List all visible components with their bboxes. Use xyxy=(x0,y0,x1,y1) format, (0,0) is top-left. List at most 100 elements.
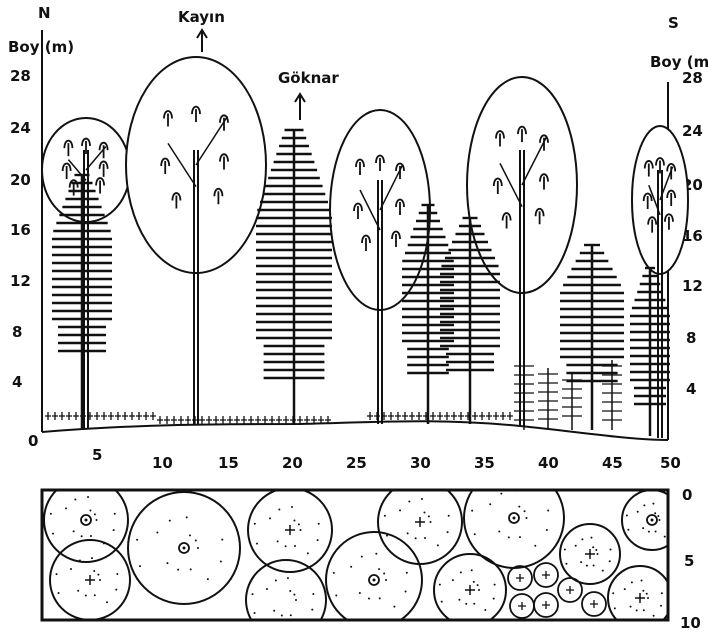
seedling xyxy=(178,416,184,424)
x-origin-label: 0 xyxy=(28,432,38,450)
seedling xyxy=(276,416,282,424)
goknar-label: Göknar xyxy=(278,69,339,87)
conifer-sapling xyxy=(602,360,622,430)
x-tick-label: 40 xyxy=(538,454,559,472)
ground-line xyxy=(42,421,668,440)
left-tick-label: 16 xyxy=(10,221,31,239)
seedling xyxy=(199,416,205,424)
seedling xyxy=(73,412,79,420)
seedling xyxy=(269,416,275,424)
seedling xyxy=(227,416,233,424)
small-crown-projection xyxy=(534,563,558,587)
x-tick-label: 15 xyxy=(218,454,239,472)
small-crown-projection xyxy=(534,593,558,617)
seedling xyxy=(220,416,226,424)
plan-tick-label: 5 xyxy=(684,552,694,570)
crown-projection xyxy=(326,532,422,628)
broadleaf-tree xyxy=(42,118,130,428)
seedling xyxy=(409,412,415,420)
seedling xyxy=(206,416,212,424)
x-tick-label: 25 xyxy=(346,454,367,472)
broadleaf-tree xyxy=(632,126,688,438)
seedling xyxy=(437,412,443,420)
right-tick-label: 8 xyxy=(686,329,696,347)
seedling xyxy=(157,416,163,424)
left-tick-label: 8 xyxy=(12,323,22,341)
x-tick-label: 20 xyxy=(282,454,303,472)
seedling xyxy=(52,412,58,420)
crown-projection xyxy=(50,540,130,620)
seedling xyxy=(416,412,422,420)
small-crown-projection xyxy=(510,594,534,618)
seedling xyxy=(164,416,170,424)
crown-projection xyxy=(378,480,462,564)
right-tick-label: 24 xyxy=(682,122,703,140)
left-tick-label: 4 xyxy=(12,373,22,391)
x-tick-label: 10 xyxy=(152,454,173,472)
broadleaf-tree xyxy=(126,57,266,424)
seedling xyxy=(493,412,499,420)
plan-tick-label: 0 xyxy=(682,486,692,504)
seedling xyxy=(472,412,478,420)
seedling xyxy=(143,412,149,420)
seedling xyxy=(241,416,247,424)
conifer-tree xyxy=(256,130,332,424)
conifer-tree xyxy=(630,268,670,436)
seedling xyxy=(101,412,107,420)
seedling xyxy=(185,416,191,424)
kayin-label: Kayın xyxy=(178,8,225,26)
small-crown-projection xyxy=(508,566,532,590)
seedling xyxy=(374,412,380,420)
seedling xyxy=(367,412,373,420)
seedling xyxy=(458,412,464,420)
x-tick-label: 50 xyxy=(660,454,681,472)
seedling xyxy=(66,412,72,420)
broadleaf-tree xyxy=(467,77,577,426)
seedling xyxy=(430,412,436,420)
left-tick-label: 12 xyxy=(10,272,31,290)
left-tick-labels: 28 24 20 16 12 8 4 xyxy=(10,67,31,391)
x-tick-labels: 0 5 10 15 20 25 30 35 40 45 50 xyxy=(28,432,681,472)
left-tick-label: 24 xyxy=(10,119,31,137)
seedling xyxy=(129,412,135,420)
seedling xyxy=(451,412,457,420)
x-tick-label: 45 xyxy=(602,454,623,472)
left-tick-label: 20 xyxy=(10,171,31,189)
seedling xyxy=(297,416,303,424)
seedling xyxy=(507,412,513,420)
seedling xyxy=(402,412,408,420)
crown-projection xyxy=(464,468,564,568)
broadleaf-tree xyxy=(330,110,430,424)
small-crown-projection xyxy=(582,592,606,616)
goknar-arrow xyxy=(295,94,305,120)
left-axis-title: Boy (m) xyxy=(8,38,74,56)
seedling xyxy=(388,412,394,420)
kayin-arrow xyxy=(197,30,207,52)
seedling xyxy=(108,412,114,420)
crown-projection xyxy=(560,524,620,584)
crown-projection xyxy=(622,490,682,550)
conifer-sapling xyxy=(538,368,558,430)
seedling xyxy=(59,412,65,420)
x-tick-label: 30 xyxy=(410,454,431,472)
seedling xyxy=(395,412,401,420)
seedling xyxy=(234,416,240,424)
seedling xyxy=(500,412,506,420)
seedling xyxy=(150,412,156,420)
seedling xyxy=(479,412,485,420)
seedling xyxy=(248,416,254,424)
conifer-sapling xyxy=(514,360,534,430)
conifer-tree xyxy=(440,218,500,424)
plan-crowns-group xyxy=(44,468,682,634)
crown-projection xyxy=(128,492,240,604)
right-tick-label: 28 xyxy=(682,69,703,87)
seedling xyxy=(115,412,121,420)
seedling xyxy=(122,412,128,420)
right-tick-label: 12 xyxy=(682,277,703,295)
x-tick-label: 5 xyxy=(92,446,102,464)
left-tick-label: 28 xyxy=(10,67,31,85)
conifer-sapling xyxy=(562,374,582,430)
seedling xyxy=(213,416,219,424)
